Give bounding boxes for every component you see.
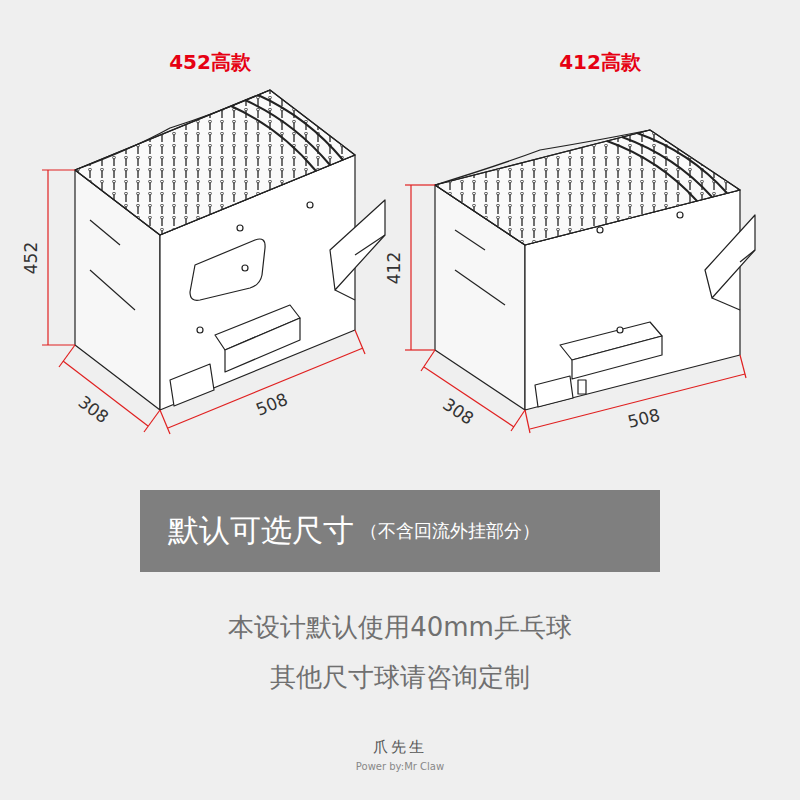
box-412	[435, 130, 755, 410]
dimension-lines	[42, 170, 746, 434]
dimension-depth: 308	[439, 395, 477, 429]
brand-tagline: Power by:Mr Claw	[356, 761, 444, 773]
option-band: 默认可选尺寸（不含回流外挂部分）	[140, 490, 660, 572]
dimension-depth: 308	[74, 392, 112, 427]
model-title: 452高款	[169, 51, 251, 74]
box-452	[75, 90, 385, 410]
band-heading: 默认可选尺寸	[168, 510, 354, 552]
brand-logo: 爪先生	[373, 739, 427, 756]
note-line: 本设计默认使用40mm乒乓球	[228, 613, 572, 643]
dimension-height: 412	[385, 252, 405, 284]
note-line: 其他尺寸球请咨询定制	[270, 663, 530, 693]
band-note: （不含回流外挂部分）	[360, 519, 540, 543]
dimension-length: 508	[626, 406, 662, 433]
model-title: 412高款	[559, 51, 641, 74]
dimension-length: 508	[253, 390, 290, 420]
dimension-height: 452	[22, 242, 42, 274]
